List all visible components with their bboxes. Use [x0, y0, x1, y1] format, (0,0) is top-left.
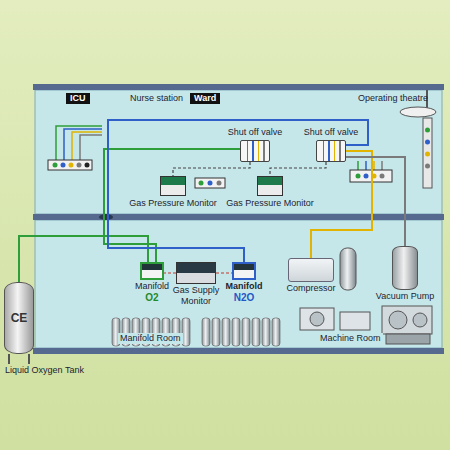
gas-pipe: [19, 236, 148, 282]
terminal-panel: [48, 160, 392, 188]
label-group: Vacuum Pump: [376, 291, 434, 302]
label-group: ManifoldO2: [135, 281, 169, 304]
tank-label: Liquid Oxygen Tank: [5, 365, 84, 376]
manifold-unit: ManifoldN2O: [232, 262, 256, 280]
label-group: Gas Pressure Monitor: [129, 198, 217, 209]
label-group: Liquid Oxygen Tank: [5, 365, 84, 376]
floor-slab: [33, 348, 444, 354]
room-name: Manifold Room: [118, 333, 183, 344]
valve-label: Shut off valve: [228, 127, 282, 138]
label-group: Compressor: [286, 283, 335, 294]
monitor-label: Gas Pressure Monitor: [129, 198, 217, 209]
label-group: Shut off valve: [304, 127, 358, 138]
gas-pressure-monitor: Gas Pressure Monitor: [160, 176, 186, 196]
tank-legs: [9, 354, 29, 364]
manifold-label: Manifold: [226, 281, 263, 292]
shut-off-valve: Shut off valve: [316, 140, 346, 162]
gas-cylinders: [112, 318, 280, 346]
room-name: Operating theatre: [356, 93, 430, 104]
lower-floor: [35, 220, 442, 348]
monitor-label: Gas Supply Monitor: [170, 285, 222, 307]
gas-pipe: [108, 120, 368, 262]
gas-pipe: [270, 162, 326, 176]
tank-brand: CE: [11, 311, 28, 325]
vacuum-pump-label: Vacuum Pump: [376, 291, 434, 302]
gas-pipe: [216, 272, 232, 273]
valve-label: Shut off valve: [304, 127, 358, 138]
label-group: Gas Supply Monitor: [170, 285, 222, 307]
room-name: Nurse station: [128, 93, 185, 104]
gas-pipe: [164, 272, 176, 273]
gas-pressure-monitor: Gas Pressure Monitor: [257, 176, 283, 196]
vacuum-pump: Vacuum Pump: [392, 246, 418, 290]
room-name: ICU: [66, 93, 90, 104]
liquid-oxygen-tank: CELiquid Oxygen Tank: [4, 282, 34, 354]
gas-pipe: [311, 151, 372, 258]
gas-name: N2O: [226, 292, 263, 304]
label-group: ManifoldN2O: [226, 281, 263, 304]
upper-floor: [35, 90, 442, 214]
compressor-label: Compressor: [286, 283, 335, 294]
gas-supply-monitor: Gas Supply Monitor: [176, 262, 216, 284]
room-name: Ward: [190, 93, 220, 104]
manifold-label: Manifold: [135, 281, 169, 292]
floor-slab: [33, 214, 444, 220]
shut-off-valve: Shut off valve: [240, 140, 270, 162]
compressor: Compressor: [288, 258, 334, 282]
monitor-label: Gas Pressure Monitor: [226, 198, 314, 209]
riser-hole: [99, 214, 113, 220]
gas-pipe: [346, 157, 405, 246]
gas-name: O2: [135, 292, 169, 304]
floor-slab: [33, 84, 444, 90]
gas-pipe: [173, 162, 250, 176]
label-group: Gas Pressure Monitor: [226, 198, 314, 209]
room-name: Machine Room: [318, 333, 383, 344]
manifold-unit: ManifoldO2: [140, 262, 164, 280]
gas-pipe: [104, 149, 240, 262]
label-group: Shut off valve: [228, 127, 282, 138]
